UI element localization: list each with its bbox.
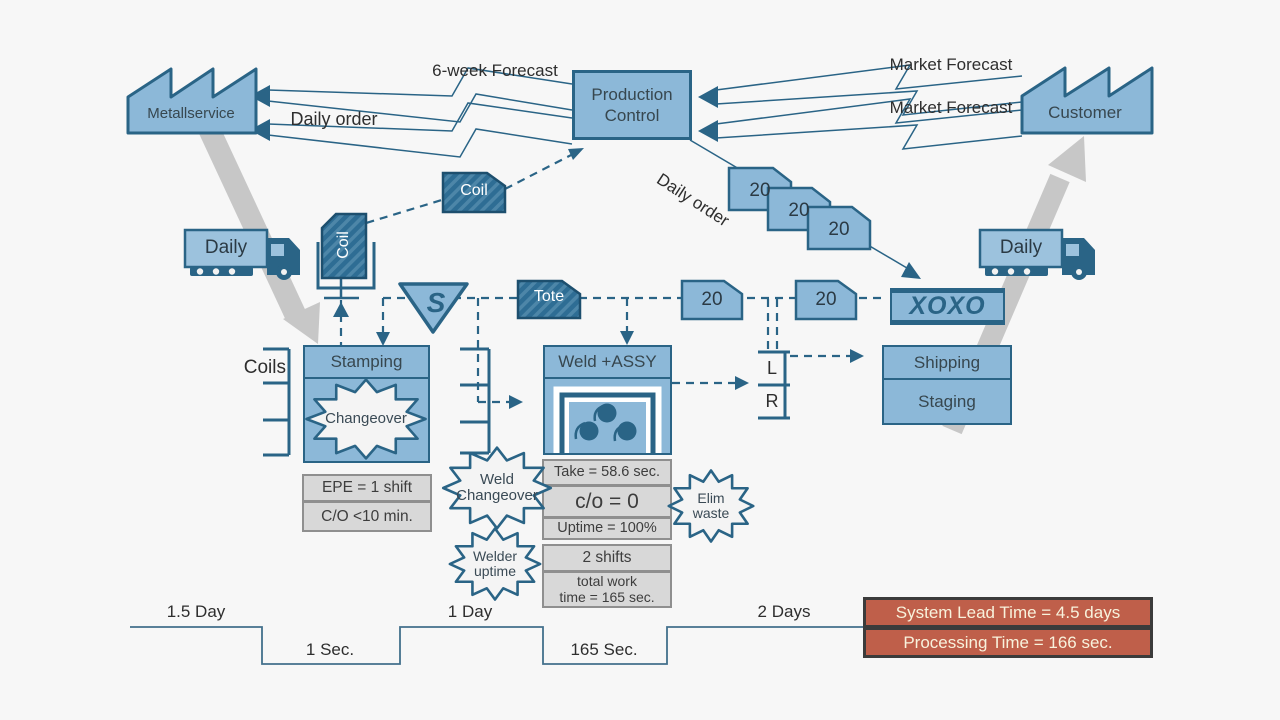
zigzag-arrow-daily-order (250, 102, 573, 158)
supermarket-triangle-icon: S (398, 282, 469, 334)
timeline-label-5: 2 Days (757, 602, 811, 621)
shipment-arrow-left (199, 124, 320, 344)
production-control-box: Production Control (572, 70, 692, 140)
supermarket-s-label: S (427, 287, 446, 318)
coil-upright-tag-label: Coil (335, 231, 352, 259)
work-cell-icon (553, 386, 662, 453)
market-forecast-label-2: Market Forecast (889, 98, 1013, 117)
stamping-title: Stamping (305, 347, 428, 379)
supermarket-rack-icon (460, 347, 491, 455)
system-lead-time-box: System Lead Time = 4.5 days (863, 597, 1153, 628)
dashed-arrowheads (333, 148, 864, 409)
weld-takt-data: Take = 58.6 sec. (542, 459, 672, 486)
stamping-co-data: C/O <10 min. (302, 501, 432, 532)
timeline-label-3: 1 Day (447, 602, 493, 621)
coil-slanted-tag-label: Coil (460, 182, 488, 199)
timeline-label-4: 165 Sec. (570, 640, 638, 659)
tote-tag-icon (516, 279, 582, 320)
elim-waste-burst: Elim waste (667, 469, 755, 543)
kanban-card-value: 20 (749, 180, 771, 201)
stamping-epe-data: EPE = 1 shift (302, 474, 432, 502)
left-truck-icon (183, 228, 300, 280)
coils-inventory-rack-icon (263, 347, 291, 457)
zigzag-arrow-six-week-forecast (250, 67, 573, 123)
changeover-burst: Changeover (304, 378, 428, 460)
shipping-process-box: Shipping Staging (882, 345, 1012, 425)
heijunka-box: XOXO (890, 288, 1005, 325)
lane-l-label: L (766, 358, 777, 378)
six-week-forecast-label: 6-week Forecast (432, 61, 558, 80)
production-control-line1: Production (591, 84, 673, 104)
weld-title: Weld +ASSY (545, 347, 670, 379)
weld-uptime-data: Uptime = 100% (542, 517, 672, 540)
kanban-card-value: 20 (828, 219, 850, 240)
processing-time-box: Processing Time = 166 sec. (863, 627, 1153, 658)
kanban-card-value: 20 (701, 289, 723, 310)
customer-label: Customer (1048, 103, 1122, 122)
market-forecast-label-1: Market Forecast (889, 55, 1013, 74)
coil-holder-bracket-icon (316, 242, 376, 290)
timeline-ladder (130, 626, 863, 665)
weld-total-work-data: total work time = 165 sec. (542, 571, 672, 608)
tote-tag-label: Tote (533, 288, 565, 305)
timeline-label-1: 1.5 Day (166, 602, 226, 621)
weld-co-data: c/o = 0 (542, 485, 672, 518)
timeline-label-2: 1 Sec. (305, 640, 355, 659)
weld-changeover-burst: Weld Changeover (441, 446, 553, 530)
supplier-factory-icon (126, 67, 258, 135)
daily-order-label: Daily order (290, 109, 378, 129)
weld-shifts-data: 2 shifts (542, 544, 672, 572)
lane-r-label: R (765, 391, 779, 411)
left-truck-label: Daily (204, 237, 248, 258)
weld-process-box: Weld +ASSY (543, 345, 672, 455)
coil-slanted-tag-icon (441, 171, 507, 214)
customer-factory-icon (1020, 66, 1154, 135)
staging-label: Staging (918, 392, 976, 411)
zigzag-arrow-market-forecast-2 (698, 98, 1023, 150)
zigzag-arrow-market-forecast-1 (698, 64, 1023, 116)
supplier-label: Metallservice (147, 105, 235, 122)
right-truck-label: Daily (999, 237, 1043, 258)
coils-label: Coils (243, 357, 286, 378)
kanban-card-value: 20 (788, 200, 810, 221)
coil-upright-tag-icon (320, 212, 368, 280)
kanban-card-value: 20 (815, 289, 837, 310)
right-truck-icon (978, 228, 1095, 280)
kanban-cards (680, 166, 872, 321)
lr-supermarket-rack-icon (758, 350, 790, 420)
production-control-line2: Control (604, 106, 660, 125)
shipping-title: Shipping (884, 347, 1010, 380)
welder-uptime-burst: Welder uptime (448, 527, 542, 601)
